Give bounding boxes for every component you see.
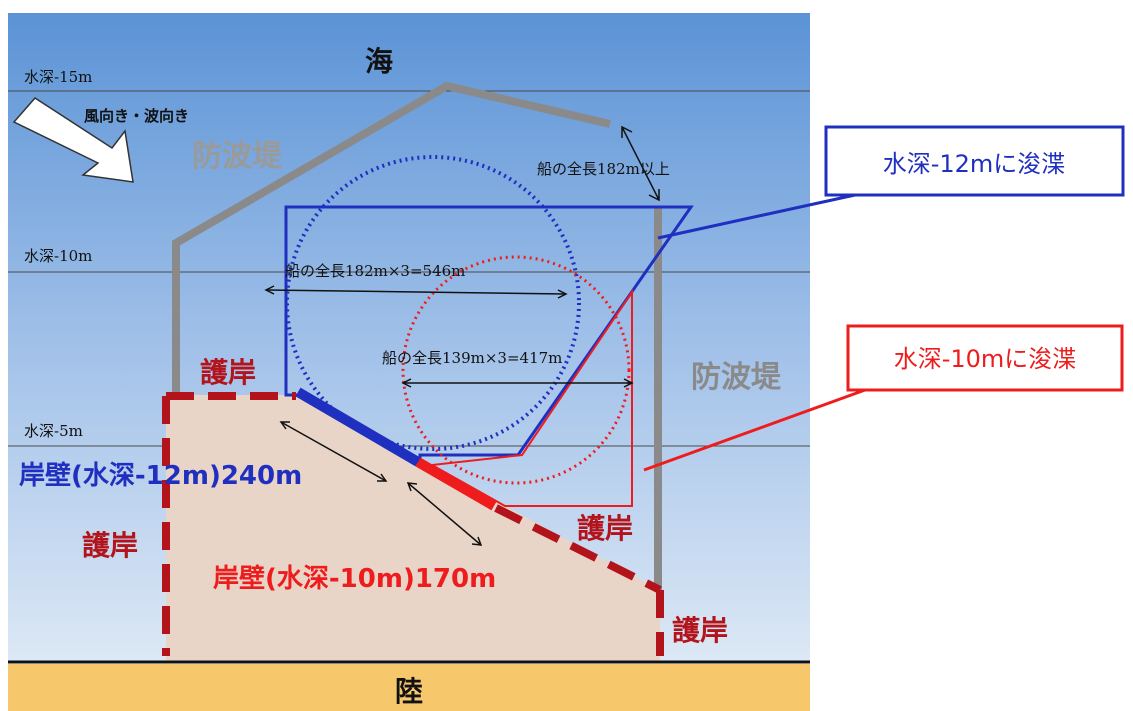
circle-large-label: 船の全長182m×3=546m xyxy=(285,262,465,280)
revetment-label-top: 護岸 xyxy=(200,356,256,389)
depth-label-10: 水深-10m xyxy=(24,247,92,265)
depth-label-5: 水深-5m xyxy=(24,422,83,440)
depth-label-15: 水深-15m xyxy=(24,68,92,86)
circle-small-label: 船の全長139m×3=417m xyxy=(382,349,562,367)
sea-label: 海 xyxy=(365,45,393,78)
quay-10m-label: 岸壁(水深-10m)170m xyxy=(213,563,496,594)
dimension-arrows xyxy=(264,125,660,546)
wind-wave-arrow-icon xyxy=(12,97,134,183)
revetment-label-bottom: 護岸 xyxy=(672,614,728,647)
quay-wall-10m xyxy=(415,457,497,511)
revetments xyxy=(162,392,664,656)
callout-10m-text: 水深-10mに浚渫 xyxy=(894,345,1077,373)
breakwater-right-label: 防波堤 xyxy=(691,360,782,395)
land-label: 陸 xyxy=(395,675,423,708)
callout-box-12m xyxy=(824,125,1125,197)
callout-leader-10m xyxy=(643,388,866,472)
turning-circle-large xyxy=(285,155,581,451)
ship-length-label: 船の全長182m以上 xyxy=(537,160,670,178)
ground-strip xyxy=(8,664,810,711)
wind-wave-label: 風向き・波向き xyxy=(84,107,189,125)
callout-leader-12m xyxy=(657,193,856,240)
turning-circle-small xyxy=(401,255,631,485)
land-area xyxy=(166,395,660,661)
callout-12m-text: 水深-12mに浚渫 xyxy=(883,150,1066,178)
quay-12m-label: 岸壁(水深-12m)240m xyxy=(19,460,302,491)
callout-box-10m xyxy=(846,324,1124,392)
revetment-label-left: 護岸 xyxy=(82,529,138,562)
quay-wall-12m xyxy=(295,387,421,467)
breakwater-left-label: 防波堤 xyxy=(192,139,283,174)
breakwater-left xyxy=(172,81,611,395)
revetment-label-right: 護岸 xyxy=(577,512,633,545)
